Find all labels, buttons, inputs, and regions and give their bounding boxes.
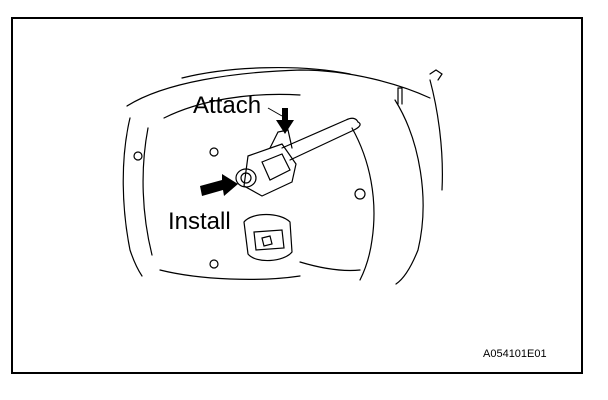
sensor-cable bbox=[289, 121, 361, 161]
bracket-hook bbox=[429, 69, 443, 81]
flange-right-arc-2 bbox=[351, 127, 375, 281]
figure-frame bbox=[11, 17, 583, 374]
bolt-hole bbox=[133, 151, 143, 161]
attach-leader bbox=[267, 107, 283, 117]
lower-arc bbox=[159, 269, 301, 280]
flange-right-arc bbox=[394, 99, 424, 285]
bolt-hole bbox=[209, 259, 219, 269]
sensor-body bbox=[243, 143, 297, 197]
housing-outer-arc bbox=[126, 69, 431, 107]
housing-left-arc bbox=[122, 117, 143, 277]
connector bbox=[243, 213, 293, 262]
bolt-hole bbox=[209, 147, 219, 157]
attach-arrow bbox=[276, 108, 294, 134]
sensor-clip bbox=[269, 129, 293, 149]
sensor-tip-inner bbox=[240, 172, 252, 184]
install-callout: Install bbox=[168, 208, 231, 235]
flange-edge bbox=[429, 79, 443, 191]
sensor-body-detail bbox=[261, 153, 291, 181]
inner-ring-arc bbox=[142, 127, 153, 256]
connector-tab bbox=[261, 235, 273, 247]
attach-callout: Attach bbox=[193, 92, 262, 119]
bracket bbox=[397, 87, 403, 105]
connector-detail bbox=[253, 229, 285, 251]
lower-arc-2 bbox=[299, 261, 361, 272]
figure-id: A054101E01 bbox=[483, 348, 547, 360]
inner-ring-arc-2 bbox=[163, 93, 301, 119]
sensor-tip bbox=[235, 168, 257, 188]
bolt-hole bbox=[354, 188, 366, 200]
housing-top-arc bbox=[181, 66, 351, 79]
sensor-cable bbox=[281, 117, 359, 149]
install-arrow bbox=[200, 174, 238, 196]
